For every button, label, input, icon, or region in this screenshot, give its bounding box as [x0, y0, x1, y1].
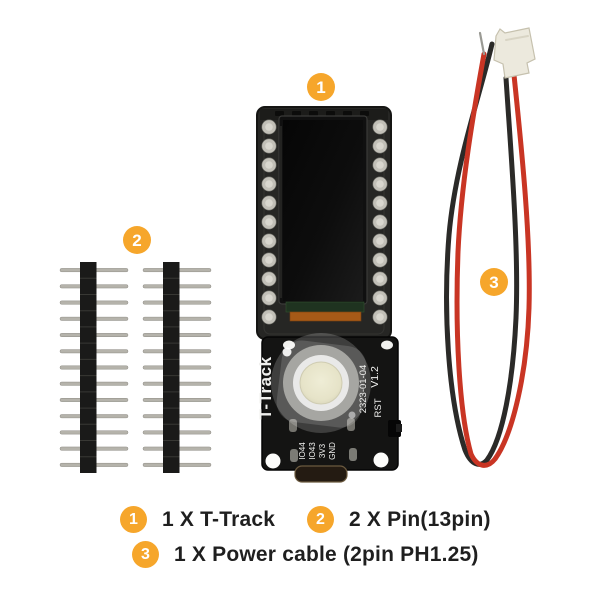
legend-item-pins: 2 2 X Pin(13pin)	[307, 506, 491, 533]
pin-header-right	[142, 262, 212, 473]
legend-badge-2: 2	[307, 506, 334, 533]
reset-switch	[388, 420, 402, 437]
led-bump-highlight	[376, 218, 384, 226]
led-bump-highlight	[265, 237, 273, 245]
silkscreen-name: T-Track	[256, 356, 275, 419]
led-bump-highlight	[265, 199, 273, 207]
header-plastic-bar	[80, 262, 97, 473]
pad-top-left	[283, 340, 295, 350]
header-plastic-bar	[163, 262, 180, 473]
legend-label-1: 1 X T-Track	[162, 507, 276, 531]
pin-header-left	[59, 262, 129, 473]
led-bump-highlight	[265, 218, 273, 226]
led-bump-highlight	[265, 275, 273, 283]
pad-gray-4	[349, 448, 357, 461]
silkscreen-reset: RST	[373, 398, 384, 417]
display-ribbon	[289, 311, 362, 322]
led-bump-highlight	[376, 313, 384, 321]
top-solder-mark	[326, 111, 335, 116]
legend-badge-1: 1	[120, 506, 147, 533]
display-screen	[283, 120, 363, 301]
pin-headers	[59, 262, 212, 473]
led-bump-highlight	[376, 180, 384, 188]
pad-bottom-left	[265, 453, 281, 469]
led-bump-highlight	[265, 142, 273, 150]
top-solder-mark	[343, 111, 352, 116]
silkscreen-pin-3v3: 3V3	[318, 443, 327, 458]
led-bump-highlight	[376, 237, 384, 245]
usb-c-port	[294, 465, 348, 483]
legend-label-2: 2 X Pin(13pin)	[349, 507, 491, 531]
led-bump-highlight	[265, 294, 273, 302]
pad-bottom-right	[373, 452, 389, 468]
led-bump-highlight	[265, 180, 273, 188]
legend-item-t-track: 1 1 X T-Track	[120, 506, 275, 533]
silkscreen-version: V1.2	[369, 366, 381, 388]
pad-top-right	[381, 340, 393, 350]
board-top-strip	[260, 109, 388, 120]
legend-badge-3: 3	[132, 541, 159, 568]
ph125-connector	[493, 27, 536, 79]
pad-gray-1	[289, 419, 297, 432]
led-bump-highlight	[376, 161, 384, 169]
legend-item-power-cable: 3 1 X Power cable (2pin PH1.25)	[132, 541, 479, 568]
silkscreen-date-code: 2323-01-04	[358, 365, 369, 414]
led-bump-highlight	[265, 161, 273, 169]
led-bump-highlight	[376, 294, 384, 302]
led-bump-highlight	[376, 123, 384, 131]
stripped-wire-tip	[478, 31, 486, 56]
led-bump-highlight	[376, 275, 384, 283]
button-cap	[299, 361, 343, 405]
board-top-pads	[275, 111, 369, 116]
display-pcb-green	[285, 301, 365, 313]
led-bump-highlight	[265, 313, 273, 321]
led-bump-highlight	[376, 199, 384, 207]
silkscreen-pin-io43: IO43	[308, 442, 317, 460]
led-bump-highlight	[376, 142, 384, 150]
legend-label-3: 1 X Power cable (2pin PH1.25)	[174, 542, 479, 566]
top-solder-mark	[275, 111, 284, 116]
item-badge-board: 1	[307, 73, 335, 101]
red-wire	[454, 51, 532, 468]
power-cable	[444, 27, 536, 468]
led-strips	[261, 119, 388, 325]
item-badge-pin-headers: 2	[123, 226, 151, 254]
top-solder-mark	[309, 111, 318, 116]
t-track-board: T-Track 2323-01-04 V1.2 RST IO44 IO43 3V…	[256, 106, 402, 483]
item-badge-power-cable: 3	[480, 268, 508, 296]
led-bump-highlight	[265, 123, 273, 131]
top-solder-mark	[292, 111, 301, 116]
top-solder-mark	[360, 111, 369, 116]
led-bump-highlight	[265, 256, 273, 264]
pad-gray-3	[290, 449, 298, 462]
pad-gray-2	[347, 418, 355, 431]
silkscreen-pin-io44: IO44	[298, 442, 307, 460]
silkscreen-pin-gnd: GND	[328, 442, 337, 460]
joystick-button	[271, 333, 371, 433]
led-bump-highlight	[376, 256, 384, 264]
